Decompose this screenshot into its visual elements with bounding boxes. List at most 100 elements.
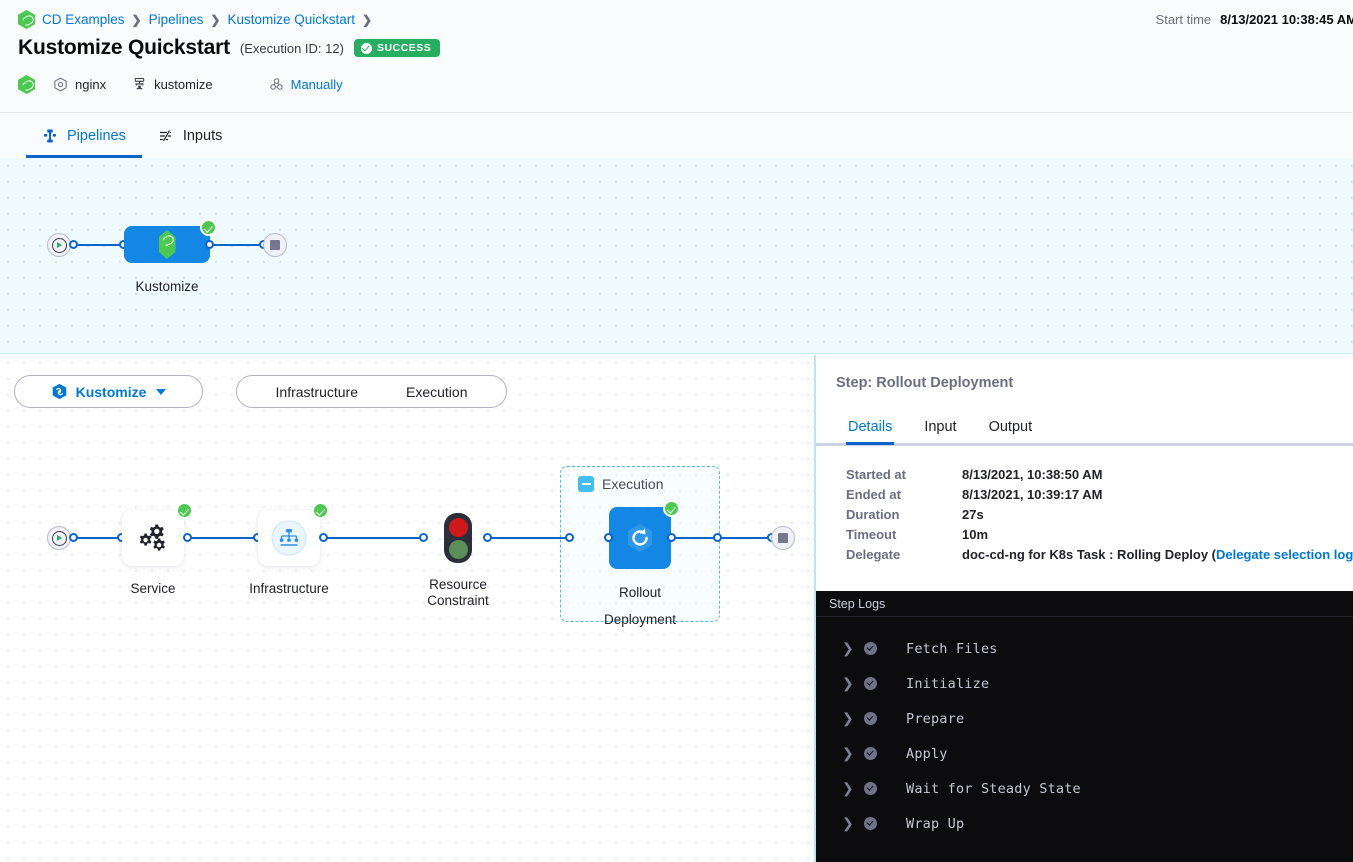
log-row[interactable]: ❯ Wrap Up bbox=[816, 806, 1353, 841]
stage-selector-label: Kustomize bbox=[75, 383, 147, 400]
edge bbox=[326, 537, 422, 539]
tab-output[interactable]: Output bbox=[988, 419, 1033, 435]
chevron-right-icon[interactable]: ❯ bbox=[842, 745, 854, 761]
log-label: Fetch Files bbox=[906, 640, 998, 657]
detail-row-started-at: Started at 8/13/2021, 10:38:50 AM bbox=[846, 467, 1353, 487]
section-tab-execution[interactable]: Execution bbox=[406, 383, 468, 400]
meta-trigger-label[interactable]: Manually bbox=[290, 77, 343, 92]
chevron-right-icon[interactable]: ❯ bbox=[842, 780, 854, 796]
step-details-panel: Step: Rollout Deployment Details Input O… bbox=[814, 355, 1353, 862]
start-time-label: Start time bbox=[1155, 12, 1212, 27]
stage-selector-button[interactable]: Kustomize bbox=[14, 375, 203, 408]
chevron-right-icon[interactable]: ❯ bbox=[842, 640, 854, 656]
status-success-icon bbox=[864, 747, 877, 760]
tab-divider bbox=[816, 443, 1353, 446]
graph-node-service-label: Service bbox=[130, 581, 176, 596]
tab-pipelines[interactable]: Pipelines bbox=[26, 113, 142, 158]
log-label: Wrap Up bbox=[906, 815, 965, 832]
breadcrumb-item-pipelines[interactable]: Pipelines bbox=[148, 12, 204, 27]
detail-key: Started at bbox=[846, 467, 906, 482]
edge bbox=[674, 537, 716, 539]
delegate-text: doc-cd-ng for K8s Task : Rolling Deploy … bbox=[962, 547, 1216, 562]
log-row[interactable]: ❯ Apply bbox=[816, 736, 1353, 771]
graph-start-node[interactable] bbox=[47, 526, 71, 550]
status-success-icon bbox=[864, 782, 877, 795]
page-header: CD Examples ❯ Pipelines ❯ Kustomize Quic… bbox=[0, 0, 1353, 112]
infrastructure-icon bbox=[134, 77, 145, 90]
meta-service-label: nginx bbox=[75, 77, 107, 92]
execution-meta-row: nginx kustomize Ma bbox=[18, 75, 343, 94]
chevron-right-icon[interactable]: ❯ bbox=[842, 710, 854, 726]
status-success-icon bbox=[312, 502, 329, 519]
tab-pipelines-label: Pipelines bbox=[67, 127, 126, 144]
status-badge-label: SUCCESS bbox=[376, 42, 432, 54]
graph-node-resource-constraint[interactable] bbox=[444, 513, 472, 563]
tab-details[interactable]: Details bbox=[832, 419, 908, 445]
status-badge: SUCCESS bbox=[353, 39, 441, 57]
pipeline-start-node[interactable] bbox=[47, 233, 71, 257]
rollout-refresh-icon bbox=[628, 524, 652, 552]
section-tab-infrastructure[interactable]: Infrastructure bbox=[275, 383, 358, 400]
connector-dot bbox=[565, 533, 574, 542]
step-logs-header: Step Logs bbox=[816, 591, 1353, 617]
stop-icon bbox=[778, 533, 788, 543]
chevron-right-icon: ❯ bbox=[131, 12, 142, 27]
edge bbox=[720, 537, 772, 539]
connector-dot bbox=[604, 533, 613, 542]
detail-key: Timeout bbox=[846, 527, 897, 542]
meta-trigger[interactable]: Manually bbox=[269, 77, 343, 92]
step-logs-list[interactable]: ❯ Fetch Files ❯ Initialize ❯ Prepare ❯ A… bbox=[816, 617, 1353, 862]
stage-graph-canvas[interactable]: Kustomize Infrastructure Execution Execu… bbox=[0, 355, 814, 862]
log-row[interactable]: ❯ Prepare bbox=[816, 701, 1353, 736]
play-icon bbox=[51, 237, 67, 253]
harness-logo-icon bbox=[18, 10, 35, 29]
status-success-icon bbox=[864, 677, 877, 690]
execution-group-header[interactable]: Execution bbox=[578, 476, 663, 492]
tab-inputs-label: Inputs bbox=[182, 127, 223, 144]
graph-node-rollout-deployment[interactable] bbox=[609, 507, 671, 569]
execution-group-label: Execution bbox=[602, 476, 664, 492]
tab-inputs[interactable]: Inputs bbox=[142, 113, 239, 158]
graph-node-rollout-deployment-label: Rollout Deployment bbox=[603, 585, 677, 627]
tab-input[interactable]: Input bbox=[924, 419, 957, 435]
collapse-icon[interactable] bbox=[578, 476, 594, 492]
pipeline-icon bbox=[44, 129, 56, 142]
detail-row-delegate: Delegate doc-cd-ng for K8s Task : Rollin… bbox=[846, 547, 1353, 567]
graph-node-infrastructure[interactable] bbox=[258, 510, 320, 566]
trigger-icon bbox=[269, 78, 283, 90]
delegate-selection-logs-link[interactable]: Delegate selection logs bbox=[1216, 547, 1353, 562]
start-time: Start time 8/13/2021 10:38:45 AM bbox=[1156, 12, 1353, 27]
infrastructure-tree-icon bbox=[271, 520, 307, 556]
meta-infrastructure: kustomize bbox=[132, 77, 213, 92]
log-row[interactable]: ❯ Wait for Steady State bbox=[816, 771, 1353, 806]
detail-value: 8/13/2021, 10:39:17 AM bbox=[962, 487, 1103, 502]
play-icon bbox=[51, 530, 67, 546]
service-gears-icon bbox=[139, 524, 165, 551]
status-success-icon bbox=[864, 817, 877, 830]
breadcrumb-item-kustomize-quickstart[interactable]: Kustomize Quickstart bbox=[227, 12, 355, 27]
chevron-right-icon[interactable]: ❯ bbox=[842, 815, 854, 831]
graph-node-service[interactable] bbox=[122, 510, 184, 566]
chevron-right-icon: ❯ bbox=[362, 12, 373, 27]
harness-logo-icon bbox=[18, 75, 35, 94]
execution-id-label: (Execution ID: 12) bbox=[239, 40, 344, 56]
pipeline-stop-node[interactable] bbox=[263, 233, 287, 257]
stage-node-label: Kustomize bbox=[135, 279, 199, 294]
breadcrumb-item-cd-examples[interactable]: CD Examples bbox=[42, 12, 125, 27]
chevron-down-icon bbox=[156, 388, 167, 395]
pipeline-overview-canvas[interactable]: Kustomize bbox=[0, 158, 1353, 354]
stage-node-kustomize[interactable] bbox=[124, 226, 210, 263]
graph-stop-node[interactable] bbox=[771, 526, 795, 550]
graph-node-resource-constraint-label: Resource Constraint bbox=[427, 577, 489, 608]
connector-dot bbox=[419, 533, 428, 542]
log-row[interactable]: ❯ Initialize bbox=[816, 666, 1353, 701]
log-row[interactable]: ❯ Fetch Files bbox=[816, 631, 1353, 666]
service-hexagon-icon bbox=[54, 77, 67, 92]
harness-logo-icon bbox=[52, 383, 66, 400]
edge bbox=[490, 537, 568, 539]
detail-value: 27s bbox=[962, 507, 984, 522]
chevron-right-icon[interactable]: ❯ bbox=[842, 675, 854, 691]
status-success-icon bbox=[864, 712, 877, 725]
log-label: Initialize bbox=[906, 675, 990, 692]
status-success-icon bbox=[864, 642, 877, 655]
